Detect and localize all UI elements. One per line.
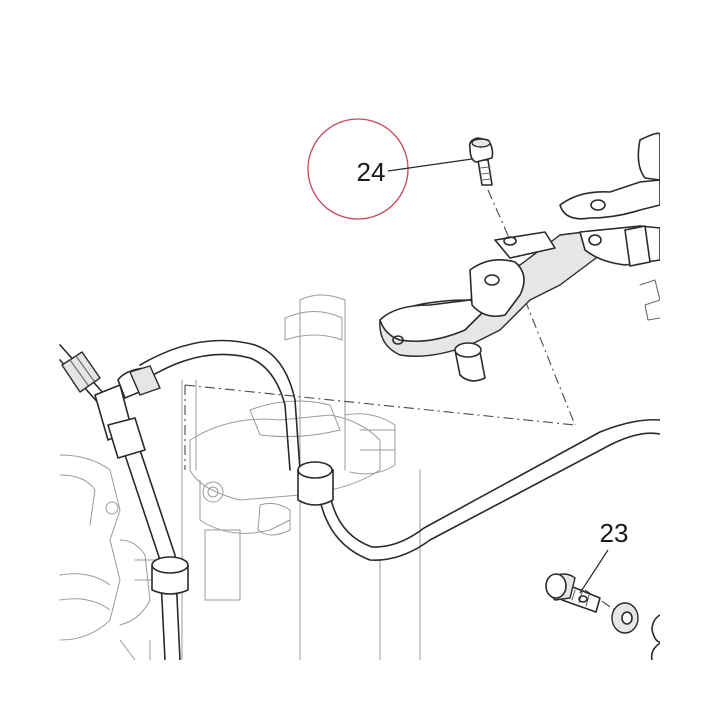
- engine-block-background: [59, 294, 421, 661]
- callout-24-leader-line: [387, 158, 473, 172]
- washer-partial-right: [650, 614, 661, 661]
- banjo-bolt-23: [545, 573, 601, 613]
- crop-mask-right: [660, 0, 720, 720]
- crop-mask-bottom: [0, 660, 720, 720]
- sealing-washer: [611, 602, 639, 634]
- callout-24-highlight-circle: [307, 118, 409, 220]
- brake-hose-assembly: [59, 339, 661, 661]
- callout-23-leader-line: [579, 549, 609, 594]
- callout-23-label: 23: [600, 518, 629, 548]
- callout-23: 23: [579, 518, 629, 594]
- mounting-bracket: [379, 132, 661, 382]
- callout-24-label: 24: [357, 157, 386, 187]
- bolt-24: [468, 137, 494, 186]
- callout-24: 24: [307, 118, 473, 220]
